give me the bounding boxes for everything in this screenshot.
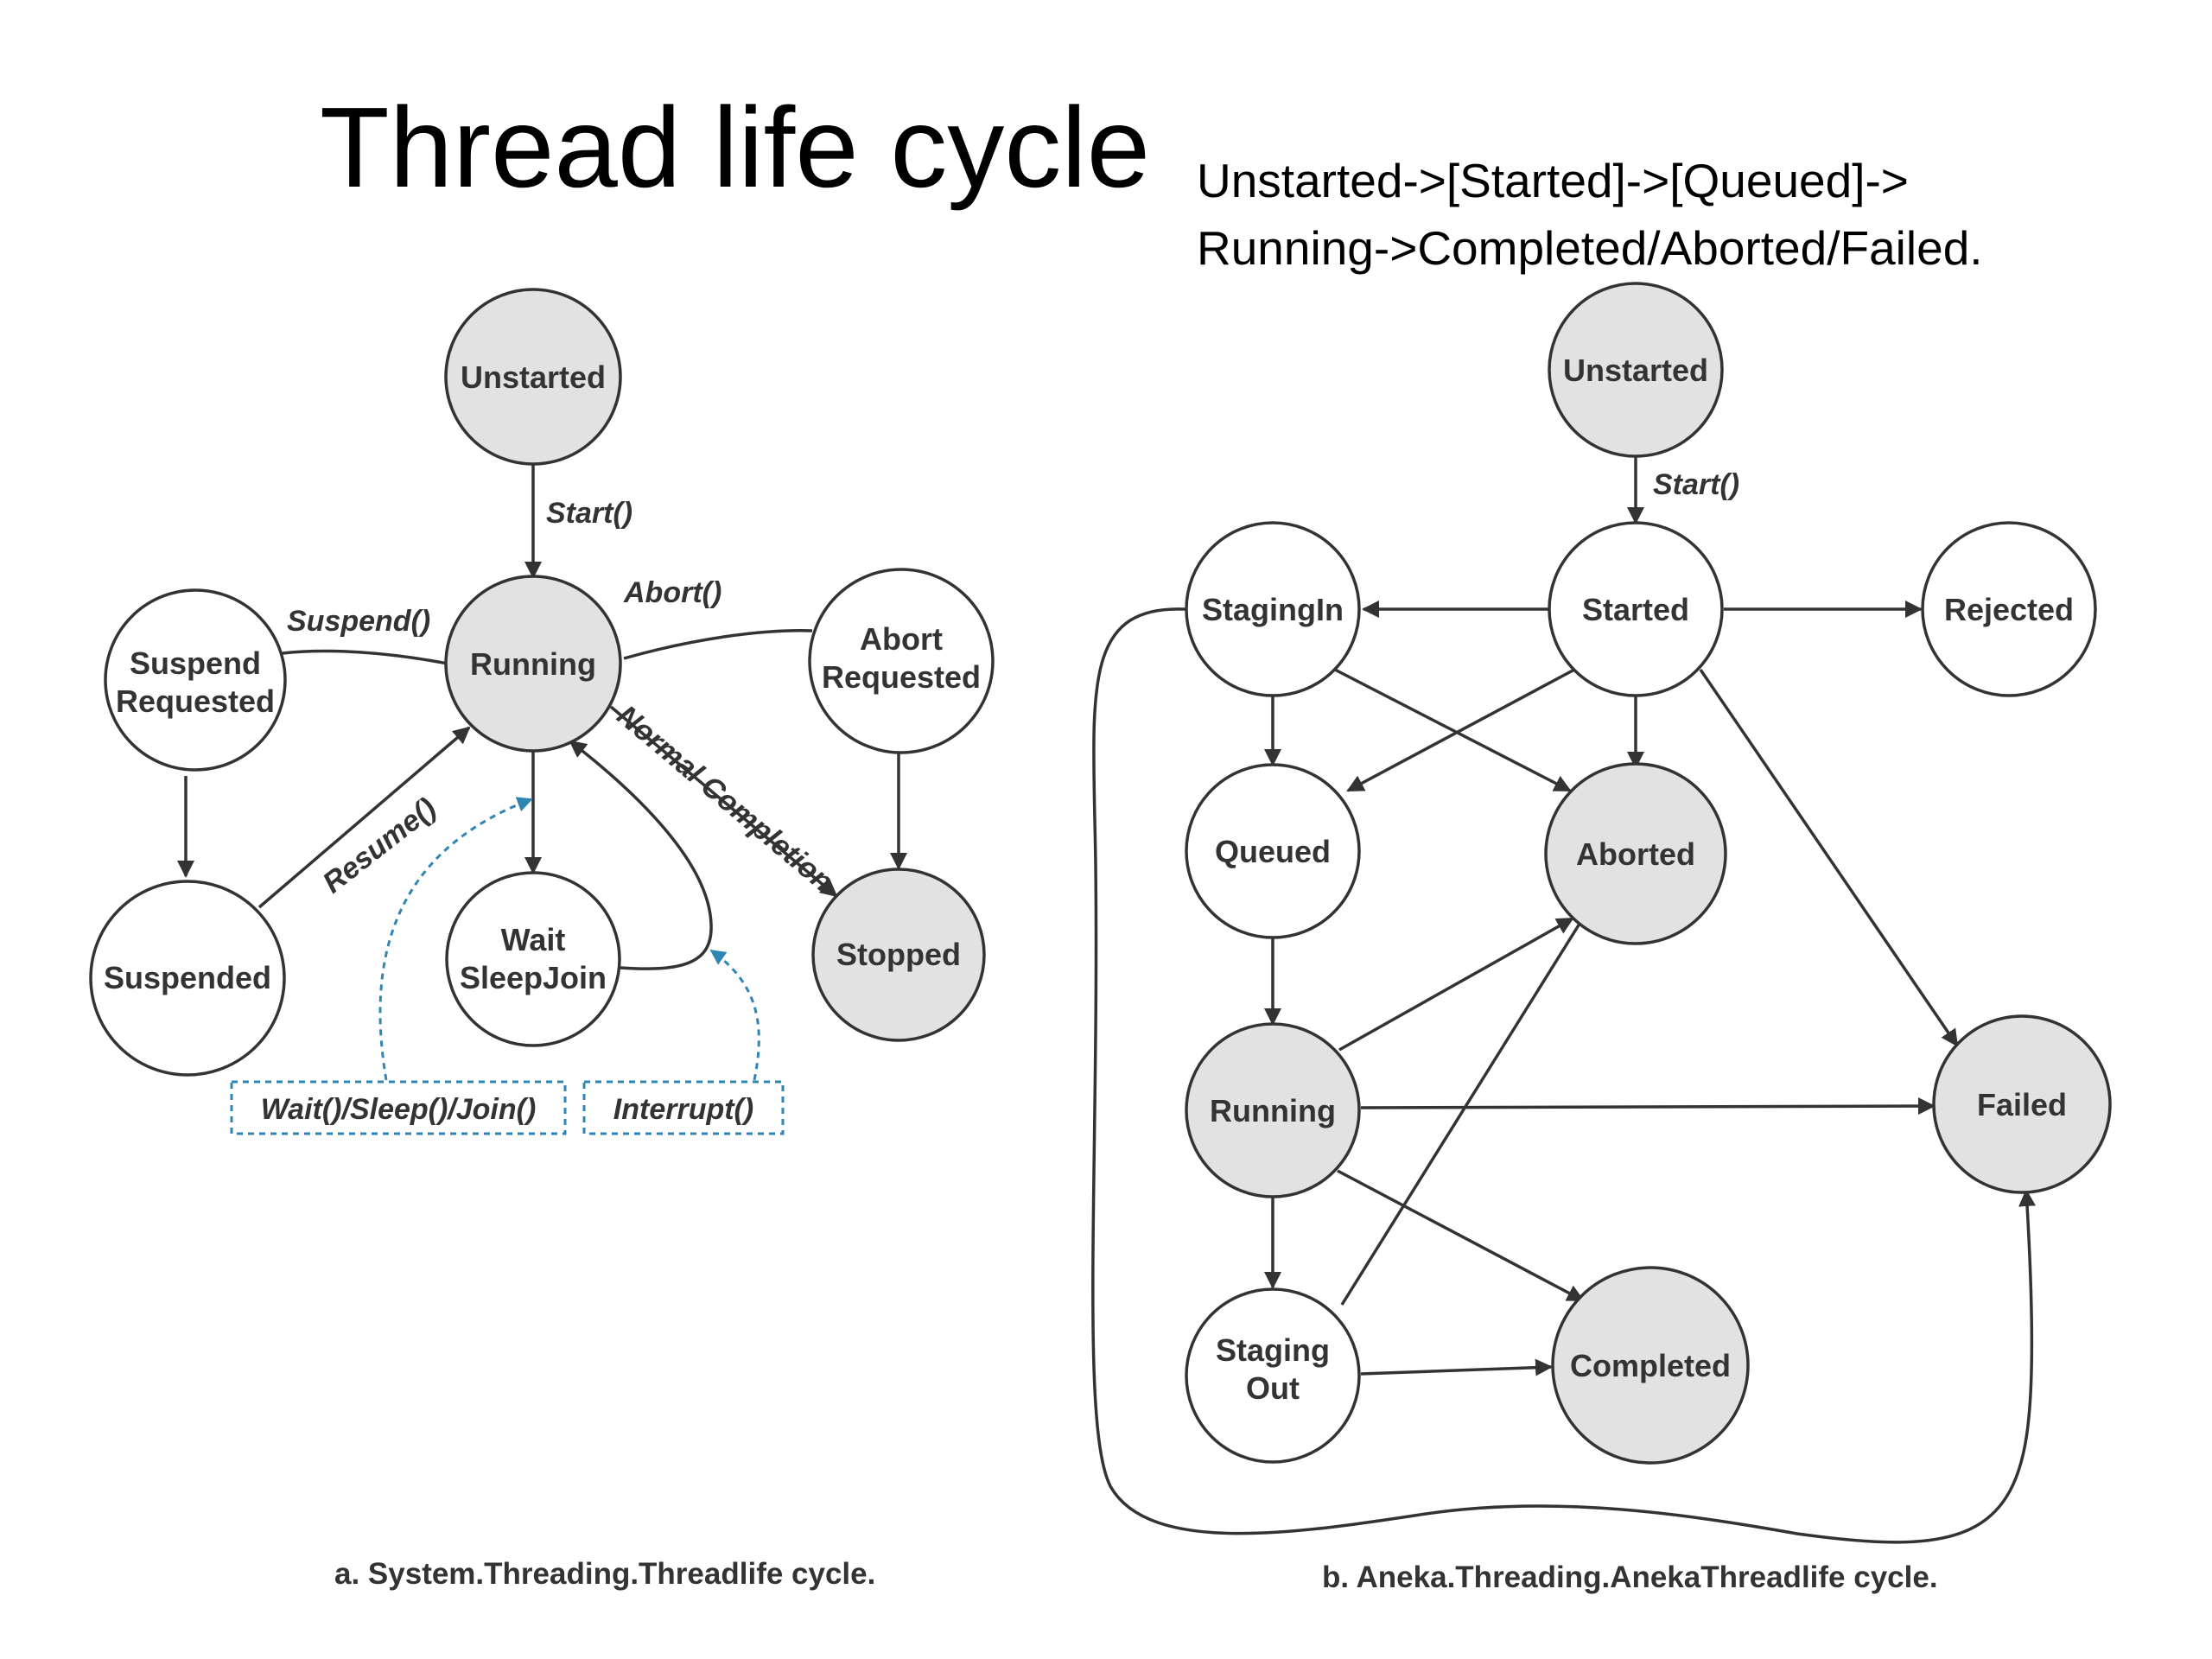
node-a-stopped [811, 868, 986, 1042]
node-a-wait-sleepjoin [445, 871, 621, 1047]
node-a-suspend-requested-label-2: Requested [116, 683, 275, 719]
node-b-stagingin-label: StagingIn [1202, 592, 1344, 627]
edge-b-running-failed [1360, 1097, 1936, 1116]
box-wait-sleep-join: Wait()/Sleep()/Join() [230, 1080, 567, 1135]
node-b-queued-label: Queued [1215, 834, 1331, 869]
edge-a-wait-running [569, 740, 713, 970]
slide-subtitle: Unstarted->[Started]->[Queued]-> Running… [1197, 147, 1983, 282]
node-a-abort-requested-label-1: Abort [860, 621, 943, 657]
edge-a-running-abortrequested [623, 629, 813, 660]
node-a-suspend-requested-label-1: Suspend [130, 645, 261, 681]
slide-title: Thread life cycle [320, 84, 1151, 211]
diagram-b-caption: b. Aneka.Threading.AnekaThreadlife cycle… [1322, 1560, 1938, 1594]
diagram-a-dashed-arrows [378, 797, 760, 1081]
node-b-queued [1185, 763, 1361, 939]
edge-b-start-label: Start() [1653, 468, 1739, 501]
edge-b-stagingin-aborted [1334, 668, 1572, 792]
node-a-sleepjoin-label: SleepJoin [460, 960, 607, 995]
edge-a-suspend-label: Suspend() [287, 605, 430, 638]
node-b-completed-label: Completed [1570, 1348, 1731, 1383]
node-b-unstarted [1548, 282, 1724, 458]
node-b-rejected [1921, 521, 2097, 697]
diagram-a-caption: a. System.Threading.Threadlife cycle. [334, 1557, 875, 1591]
edge-b-running-aborted [1338, 917, 1574, 1052]
node-a-wait-label: Wait [501, 922, 566, 957]
diagram-b-edges [1091, 456, 2037, 1544]
edge-b-stagingin-failed-loop [1091, 607, 2037, 1544]
node-b-started-label: Started [1582, 592, 1689, 627]
edge-a-start-label: Start() [546, 497, 632, 530]
box-interrupt: Interrupt() [582, 1080, 785, 1135]
node-a-running-label: Running [470, 646, 596, 682]
edge-b-running-completed [1337, 1169, 1585, 1302]
edge-a-suspended-running [257, 726, 471, 909]
box-interrupt-label: Interrupt() [613, 1093, 753, 1126]
node-b-unstarted-label: Unstarted [1563, 353, 1708, 388]
edge-b-stagingout-completed [1360, 1358, 1553, 1376]
node-b-running-label: Running [1210, 1093, 1336, 1128]
dashed-arrow-wait-sleep-join [378, 797, 533, 1081]
node-a-unstarted-label: Unstarted [461, 359, 606, 395]
box-wait-sleep-join-label: Wait()/Sleep()/Join() [261, 1093, 537, 1126]
node-b-completed [1551, 1266, 1750, 1465]
node-a-suspend-requested [104, 588, 287, 772]
subtitle-line-2: Running->Completed/Aborted/Failed. [1197, 221, 1983, 275]
diagram-a: Unstarted Running Suspend Requested Abor… [89, 288, 995, 1591]
node-a-suspended [89, 880, 286, 1077]
node-b-failed [1932, 1014, 2112, 1194]
edge-b-started-queued [1346, 668, 1575, 792]
dashed-arrow-interrupt [709, 949, 760, 1081]
node-b-started [1548, 521, 1724, 697]
node-b-stagingin [1185, 521, 1361, 697]
node-a-unstarted [444, 288, 622, 466]
node-a-abort-requested [808, 568, 995, 754]
node-b-rejected-label: Rejected [1944, 592, 2074, 627]
node-a-suspended-label: Suspended [104, 960, 271, 995]
edge-a-normal-completion-label: Normal Completion [611, 699, 840, 899]
node-a-stopped-label: Stopped [836, 937, 961, 972]
edge-b-stagingout-aborted [1340, 901, 1594, 1306]
node-b-aborted [1544, 762, 1727, 945]
edge-a-resume-label: Resume() [317, 791, 442, 899]
node-b-stagingout [1185, 1287, 1361, 1464]
edge-a-running-suspendrequested [282, 649, 448, 665]
diagram-b: Unstarted Started StagingIn Rejected Que… [1091, 282, 2112, 1594]
node-a-running [444, 575, 622, 753]
node-a-abort-requested-label-2: Requested [822, 659, 981, 695]
node-b-stagingout-label-2: Out [1246, 1370, 1300, 1406]
edge-b-started-failed [1699, 669, 1959, 1047]
diagram-a-edges [177, 460, 907, 970]
node-b-stagingout-label-1: Staging [1216, 1332, 1330, 1368]
edge-a-abort-label: Abort() [623, 576, 721, 609]
node-b-failed-label: Failed [1977, 1087, 2067, 1122]
node-b-aborted-label: Aborted [1576, 836, 1695, 872]
edge-a-running-stopped [609, 705, 838, 898]
subtitle-line-1: Unstarted->[Started]->[Queued]-> [1197, 154, 1909, 207]
node-b-running [1185, 1022, 1361, 1198]
